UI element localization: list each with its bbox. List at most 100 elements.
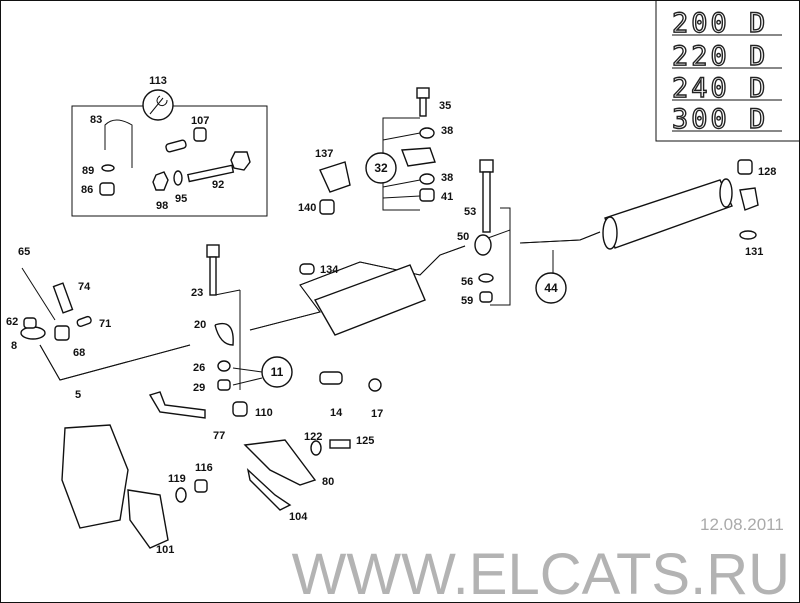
part-label: 77 [213, 430, 225, 442]
rubber-mount-140 [319, 199, 335, 215]
part-label: 23 [191, 287, 203, 299]
part-label: 41 [441, 191, 453, 203]
part-label: 95 [175, 193, 187, 205]
front-pipe-5 [39, 344, 191, 381]
part-label: 14 [330, 407, 343, 419]
washer-38 [419, 127, 435, 139]
washer-89 [101, 164, 115, 172]
part-label: 62 [6, 316, 18, 328]
watermark-date: 12.08.2011 [700, 515, 784, 534]
bolt-53 [482, 171, 491, 233]
part-label: 50 [457, 231, 469, 243]
part-label: 26 [193, 362, 205, 374]
part-label: 101 [156, 544, 174, 556]
center-muffler [313, 264, 426, 336]
bracket-137 [319, 161, 351, 193]
part-label: 122 [304, 431, 322, 443]
part-label: 110 [255, 407, 273, 419]
bolt-35 [419, 97, 427, 117]
callout-11-label: 11 [271, 365, 284, 379]
nut-98 [152, 171, 169, 191]
clamp-50 [474, 234, 492, 256]
callout-32-label: 32 [374, 161, 388, 175]
model-badge-240d: 240 D [672, 73, 768, 104]
model-badge-box: 200 D 220 D 240 D 300 D [655, 0, 800, 142]
part-label: 92 [212, 179, 224, 191]
sleeve [165, 139, 187, 153]
flange-8 [20, 326, 46, 340]
washer-119 [175, 487, 187, 503]
bushing-107 [193, 127, 207, 142]
callout-44 [535, 272, 567, 304]
nut-62 [23, 317, 37, 329]
nut-41 [419, 188, 435, 202]
mounting-kit-box [71, 89, 268, 217]
part-label: 71 [99, 318, 111, 330]
rear-muffler [604, 179, 733, 249]
part-label: 53 [464, 206, 476, 218]
sleeve-71 [76, 315, 92, 328]
bolt-65 [21, 267, 56, 321]
model-badge-300d: 300 D [672, 104, 768, 135]
model-badge-220d: 220 D [672, 41, 768, 72]
callout-44-label: 44 [544, 281, 558, 295]
u-bolt-83 [104, 119, 133, 168]
nut-29 [217, 379, 231, 391]
bolt-23 [209, 256, 217, 296]
part-label: 125 [356, 435, 374, 447]
screw-17 [368, 378, 382, 392]
clamp-14 [319, 371, 343, 385]
wrench-callout-icon [142, 89, 174, 121]
part-label: 56 [461, 276, 473, 288]
bolt-125 [329, 439, 351, 449]
part-label: 140 [298, 202, 316, 214]
nut-116 [194, 479, 208, 493]
part-label: 89 [82, 165, 94, 177]
bracket-77 [148, 391, 206, 419]
part-label: 38 [441, 125, 453, 137]
part-label: 119 [168, 473, 186, 485]
part-label: 8 [11, 340, 17, 352]
part-label: 98 [156, 200, 168, 212]
part-label: 29 [193, 382, 205, 394]
nut-110 [232, 401, 248, 417]
part-label: 74 [78, 281, 91, 293]
part-label: 137 [315, 148, 333, 160]
part-label: 131 [745, 246, 763, 258]
washer-131 [739, 230, 757, 240]
part-label: 83 [90, 114, 102, 126]
part-label: 134 [320, 264, 339, 276]
spring-74 [52, 282, 74, 314]
callout-32 [365, 152, 397, 184]
part-label: 104 [289, 511, 308, 523]
nut-59 [479, 291, 493, 303]
gasket-plate [61, 424, 129, 529]
bracket-101 [127, 489, 169, 549]
part-label: 116 [195, 462, 213, 474]
part-label: 80 [322, 476, 334, 488]
rubber-buffer-128 [737, 159, 753, 175]
nut-68 [54, 325, 70, 341]
washer-122 [310, 440, 322, 456]
hanger-clamp [401, 147, 436, 167]
tailpipe-bracket [739, 187, 759, 211]
washer-95 [173, 170, 183, 186]
part-label: 128 [758, 166, 776, 178]
watermark: WWW.ELCATS.RU [292, 542, 790, 603]
rubber-buffer-134 [299, 263, 315, 275]
part-label: 86 [81, 184, 93, 196]
part-label: 38 [441, 172, 453, 184]
washer-26 [217, 360, 231, 372]
washer-56 [478, 273, 494, 283]
part-label: 68 [73, 347, 85, 359]
part-label: 17 [371, 408, 383, 420]
model-badge-200d: 200 D [672, 8, 768, 39]
bracket-104 [246, 468, 292, 511]
callout-113-label: 113 [149, 75, 167, 87]
hanger-group-32 [382, 87, 436, 211]
part-label: 65 [18, 246, 30, 258]
clamp-20 [214, 322, 234, 346]
part-label: 35 [439, 100, 451, 112]
